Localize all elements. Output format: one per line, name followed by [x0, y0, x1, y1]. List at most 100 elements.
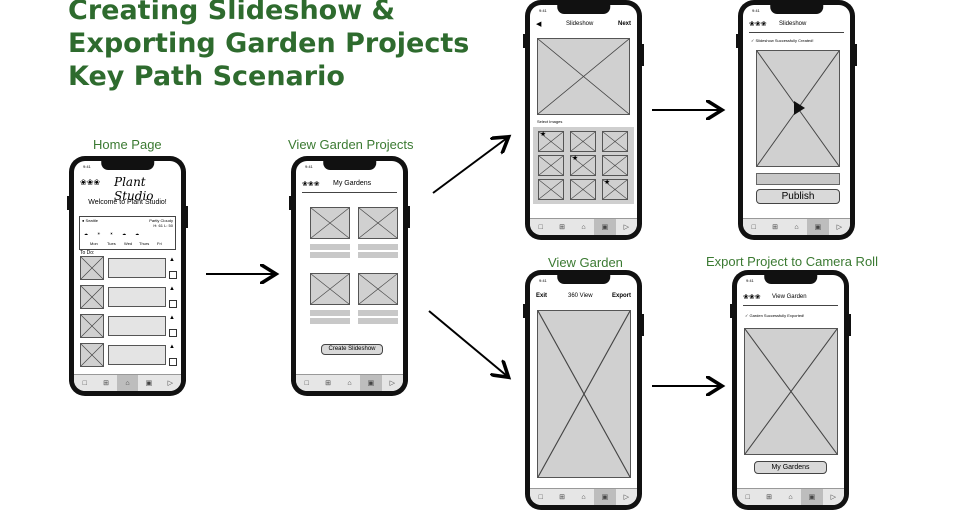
export-button[interactable]: Export	[611, 293, 631, 299]
phone-view-garden: 9:41 Exit 360 View Export □ ⊞ ⌂ ▣ ▷	[523, 270, 644, 510]
grid-plus-icon[interactable]: ⊞	[325, 380, 332, 387]
gallery-icon[interactable]: ▣	[801, 489, 823, 505]
back-icon[interactable]: ◀	[536, 21, 542, 28]
image-option[interactable]	[602, 155, 628, 176]
garden-thumbnail[interactable]	[310, 207, 350, 239]
tab-bar: □ ⊞ ⌂ ▣ ▷	[530, 488, 637, 505]
garden-360-view[interactable]	[537, 310, 631, 478]
gallery-icon[interactable]: ▣	[360, 375, 382, 391]
bell-icon[interactable]: ▲	[169, 344, 175, 350]
play-icon[interactable]: ▷	[623, 494, 630, 501]
star-icon: ★	[572, 155, 579, 162]
sprout-icon[interactable]: □	[745, 493, 750, 501]
arrow-gardens-to-slideshow	[432, 138, 507, 194]
caption-home: Home Page	[93, 137, 162, 152]
image-option[interactable]	[570, 179, 596, 200]
image-option[interactable]	[602, 131, 628, 152]
status-time: 9:41	[83, 164, 91, 169]
phone-slideshow-publish: 9:41 ❀❀❀ Slideshow ✓ Slideshow Successfu…	[736, 0, 857, 240]
home-icon[interactable]: ⌂	[794, 223, 799, 231]
bell-icon[interactable]: ▲	[169, 257, 175, 263]
calendar-icon[interactable]	[169, 300, 177, 308]
gallery-icon[interactable]: ▣	[145, 380, 153, 387]
weather-widget: ● Seattle Partly Cloudy H: 61 L: 50 ☁☀☀☁…	[79, 216, 176, 250]
select-images-label: Select Images	[537, 119, 563, 124]
welcome-text: Welcome to Plant Studio!	[88, 199, 167, 206]
grid-plus-icon[interactable]: ⊞	[103, 380, 110, 387]
gallery-icon[interactable]: ▣	[807, 219, 829, 235]
plant-logo-icon: ❀❀❀	[749, 21, 767, 28]
grid-plus-icon[interactable]: ⊞	[559, 494, 566, 501]
image-option[interactable]: ★	[602, 179, 628, 200]
play-icon[interactable]: ▷	[623, 224, 630, 231]
caption-view-garden: View Garden	[548, 255, 623, 270]
day-thurs: Thurs	[139, 241, 150, 246]
calendar-icon[interactable]	[169, 358, 177, 366]
phone-my-gardens: 9:41 ❀❀❀ My Gardens Create Slideshow □ ⊞…	[289, 156, 410, 396]
image-option[interactable]	[570, 131, 596, 152]
title-line-1: Creating Slideshow &	[68, 0, 396, 26]
sprout-icon[interactable]: □	[751, 223, 756, 231]
status-time: 9:41	[539, 8, 547, 13]
day-tues: Tues	[107, 241, 116, 246]
slideshow-preview	[537, 38, 630, 115]
page-title: My Gardens	[333, 180, 372, 187]
success-text: Slideshow Successfully Created!	[755, 38, 814, 43]
title-line-2: Exporting Garden Projects	[68, 28, 470, 59]
play-icon[interactable]: ▷	[830, 494, 837, 501]
play-icon[interactable]	[794, 101, 805, 115]
success-message: ✓ Garden Successfully Exported!	[745, 313, 805, 318]
image-option[interactable]: ★	[538, 131, 564, 152]
tab-bar: □ ⊞ ⌂ ▣ ▷	[296, 374, 403, 391]
exit-button[interactable]: Exit	[536, 293, 548, 299]
sprout-icon[interactable]: □	[538, 493, 543, 501]
phone-slideshow-select: 9:41 ◀ Slideshow Next Select Images ★ ★ …	[523, 0, 644, 240]
grid-plus-icon[interactable]: ⊞	[559, 224, 566, 231]
caption-export-project: Export Project to Camera Roll	[706, 254, 878, 269]
calendar-icon[interactable]	[169, 329, 177, 337]
play-icon[interactable]: ▷	[167, 380, 174, 387]
image-option[interactable]	[538, 179, 564, 200]
garden-thumbnail[interactable]	[358, 207, 398, 239]
image-option[interactable]: ★	[570, 155, 596, 176]
home-icon[interactable]: ⌂	[581, 223, 586, 231]
exported-garden-image	[744, 328, 838, 455]
status-time: 9:41	[539, 278, 547, 283]
image-option[interactable]	[538, 155, 564, 176]
sprout-icon[interactable]: □	[82, 379, 87, 387]
next-button[interactable]: Next	[617, 21, 631, 27]
day-wed: Wed	[124, 241, 133, 246]
garden-thumbnail[interactable]	[310, 273, 350, 305]
slideshow-player[interactable]	[756, 50, 840, 167]
sprout-icon[interactable]: □	[538, 223, 543, 231]
home-icon[interactable]: ⌂	[347, 379, 352, 387]
publish-button[interactable]: Publish	[756, 189, 840, 204]
grid-plus-icon[interactable]: ⊞	[766, 494, 773, 501]
status-time: 9:41	[746, 278, 754, 283]
sprout-icon[interactable]: □	[304, 379, 309, 387]
phone-export-done: 9:41 ❀❀❀ View Garden ✓ Garden Successful…	[730, 270, 851, 510]
success-message: ✓ Slideshow Successfully Created!	[751, 38, 814, 43]
diagram-title: Creating Slideshow & Exporting Garden Pr…	[68, 0, 469, 93]
home-icon[interactable]: ⌂	[788, 493, 793, 501]
play-icon[interactable]: ▷	[389, 380, 396, 387]
progress-bar	[756, 173, 840, 185]
create-slideshow-button[interactable]: Create Slideshow	[321, 344, 383, 355]
plant-logo-icon: ❀❀❀	[743, 294, 761, 301]
day-fri: Fri	[157, 241, 162, 246]
garden-thumbnail[interactable]	[358, 273, 398, 305]
star-icon: ★	[604, 179, 611, 186]
my-gardens-button[interactable]: My Gardens	[754, 461, 827, 474]
home-icon[interactable]: ⌂	[116, 375, 139, 391]
bell-icon[interactable]: ▲	[169, 286, 175, 292]
page-title: Slideshow	[779, 21, 807, 27]
gallery-icon[interactable]: ▣	[594, 219, 616, 235]
bell-icon[interactable]: ▲	[169, 315, 175, 321]
gallery-icon[interactable]: ▣	[594, 489, 616, 505]
tab-bar: □ ⊞ ⌂ ▣ ▷	[530, 218, 637, 235]
play-icon[interactable]: ▷	[836, 224, 843, 231]
home-icon[interactable]: ⌂	[581, 493, 586, 501]
grid-plus-icon[interactable]: ⊞	[772, 224, 779, 231]
status-time: 9:41	[752, 8, 760, 13]
calendar-icon[interactable]	[169, 271, 177, 279]
